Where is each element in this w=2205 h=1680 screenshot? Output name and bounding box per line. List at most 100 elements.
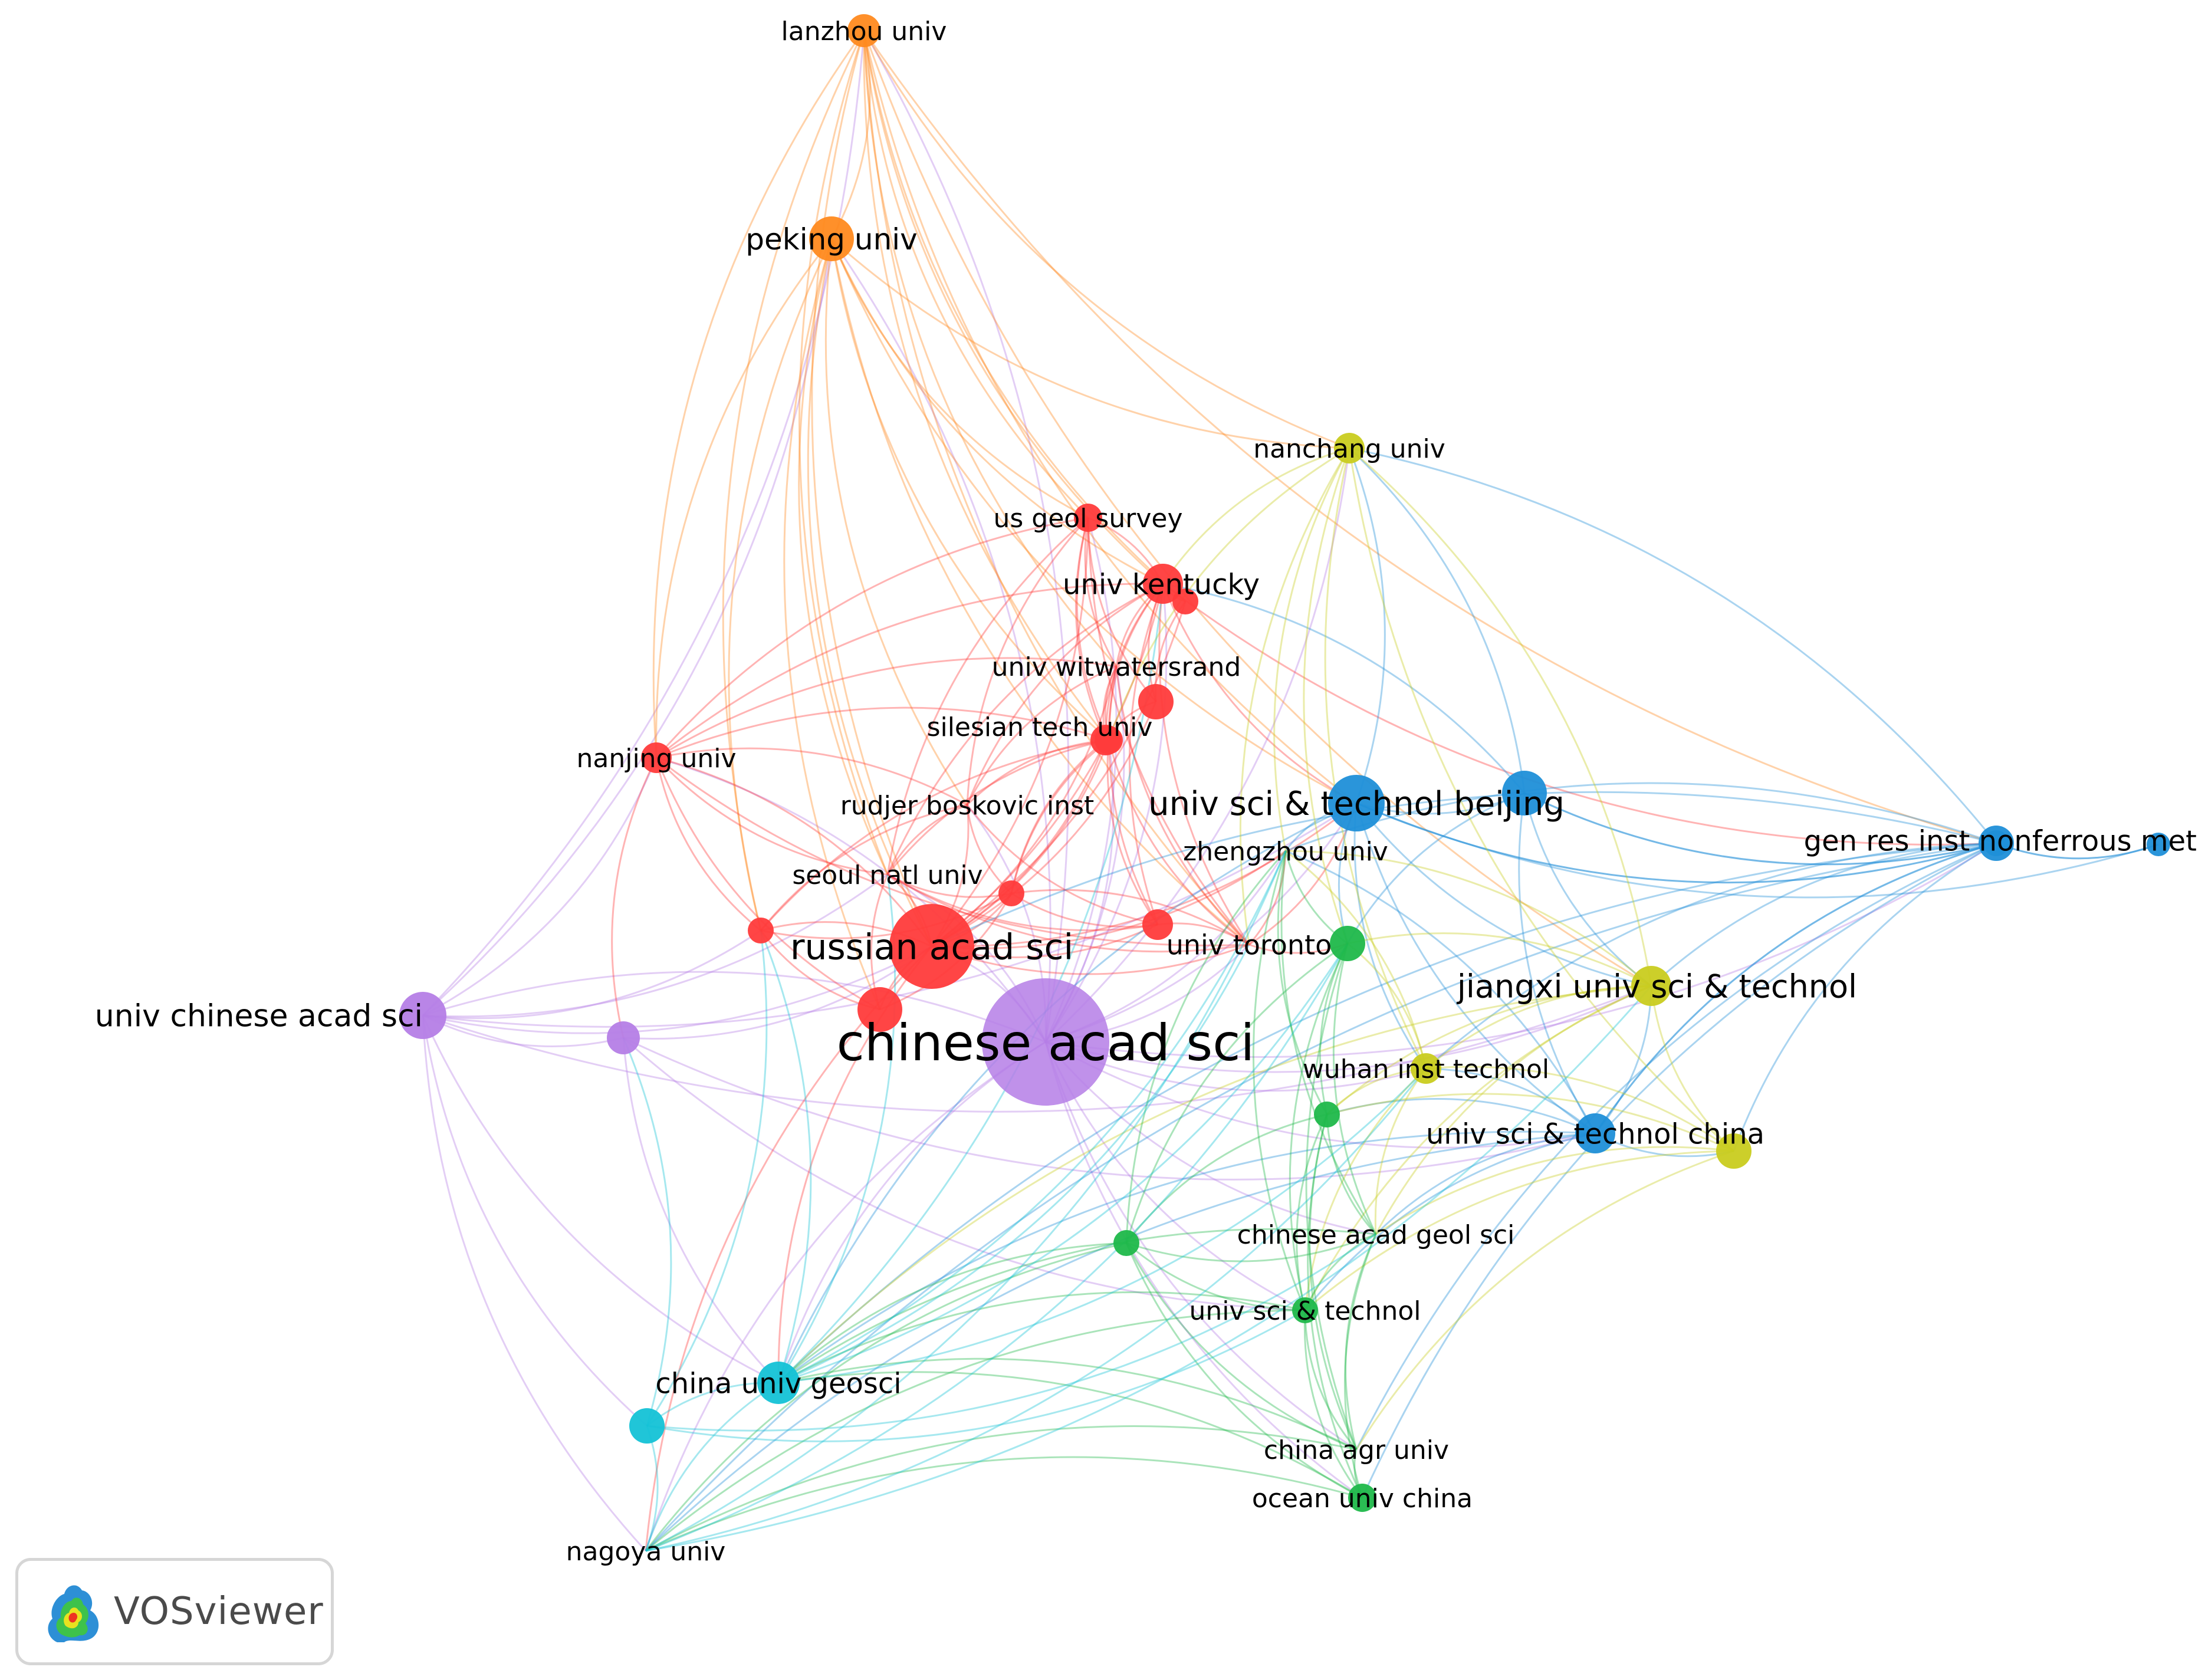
label-cug[interactable]: china univ geosci [655, 1367, 901, 1400]
label-cas[interactable]: chinese acad sci [837, 1014, 1255, 1073]
node-jiangxi[interactable] [1631, 966, 1671, 1006]
node-u_blue2[interactable] [1983, 830, 2009, 856]
link-genres-ustc [1594, 842, 1997, 1134]
label-lanzhou[interactable]: lanzhou univ [781, 17, 947, 47]
link-rudjer-u_red6 [760, 804, 968, 931]
link-u_green1-cags [1332, 943, 1377, 1235]
node-ucas[interactable] [399, 992, 446, 1039]
node-nanchang[interactable] [1334, 433, 1365, 463]
link-ucas-cug [422, 1015, 779, 1384]
link-nanchang-toronto [1239, 448, 1350, 945]
label-cau[interactable]: china agr univ [1264, 1435, 1449, 1465]
link-rudjer-seoul [886, 804, 968, 875]
label-ouc[interactable]: ocean univ china [1252, 1484, 1473, 1514]
link-genres-cau [1355, 842, 1997, 1450]
link-cags-cau [1345, 1234, 1377, 1450]
node-u_blue3[interactable] [2147, 833, 2170, 856]
link-u_green3-cug [778, 1242, 1127, 1384]
link-ucas-ustb [422, 802, 1357, 1028]
link-peking-seoul [798, 238, 889, 875]
node-u_red1[interactable] [1172, 589, 1198, 614]
label-rudjer[interactable]: rudjer boskovic inst [840, 791, 1095, 821]
label-toronto[interactable]: univ toronto [1166, 929, 1332, 961]
label-peking[interactable]: peking univ [745, 222, 918, 257]
link-ucas-jiangxi [422, 985, 1652, 1113]
node-ouc[interactable] [1348, 1484, 1376, 1512]
node-ust[interactable] [1292, 1297, 1318, 1323]
link-nanjing-seoul [655, 757, 888, 876]
label-kentucky[interactable]: univ kentucky [1063, 568, 1260, 601]
link-cug-toronto [778, 944, 1250, 1384]
node-u_red7[interactable] [857, 987, 902, 1032]
label-cags[interactable]: chinese acad geol sci [1237, 1220, 1515, 1250]
link-kentucky-ustb [1162, 583, 1357, 804]
label-seoul[interactable]: seoul natl univ [792, 860, 982, 890]
link-wits-u_red5 [1108, 666, 1159, 925]
label-nanjing[interactable]: nanjing univ [576, 744, 736, 774]
node-u_red3[interactable] [1090, 725, 1121, 755]
node-wuhan[interactable] [1411, 1053, 1441, 1084]
node-russian[interactable] [889, 904, 974, 989]
label-wuhan[interactable]: wuhan inst technol [1303, 1054, 1549, 1084]
node-nanjing[interactable] [641, 742, 672, 773]
node-u_yellow1[interactable] [1716, 1133, 1751, 1169]
label-russian[interactable]: russian acad sci [790, 927, 1073, 968]
link-ustb-wuhan [1353, 803, 1427, 1069]
link-cas-peking [830, 238, 1051, 1043]
node-cug[interactable] [757, 1362, 800, 1404]
label-ucas[interactable]: univ chinese acad sci [95, 999, 423, 1034]
link-u_cyan1-cags [646, 1233, 1376, 1432]
node-kentucky[interactable] [1143, 564, 1183, 604]
node-u_red2[interactable] [1138, 684, 1174, 719]
node-ustc[interactable] [1575, 1113, 1615, 1153]
node-peking[interactable] [809, 216, 854, 261]
link-ucas-russian [422, 945, 932, 1034]
link-nagoya-jiangxi [645, 985, 1652, 1552]
link-u_cyan1-u_purple2 [622, 1037, 672, 1426]
label-wits[interactable]: univ witwatersrand [992, 652, 1241, 682]
node-u_cyan1[interactable] [629, 1408, 665, 1444]
node-usgeol[interactable] [1074, 504, 1102, 532]
node-u_green1[interactable] [1330, 926, 1365, 961]
link-peking-usgeol [830, 238, 1089, 519]
link-u_purple2-russian [623, 945, 932, 1040]
link-jiangxi-zhengzhou [1285, 850, 1652, 987]
node-u_green3[interactable] [1113, 1230, 1139, 1256]
label-nagoya[interactable]: nagoya univ [566, 1537, 726, 1567]
node-u_red6[interactable] [748, 918, 774, 943]
node-ustb[interactable] [1328, 775, 1385, 831]
node-u_purple2[interactable] [607, 1021, 640, 1054]
label-ustc[interactable]: univ sci & technol china [1426, 1117, 1764, 1150]
link-u_green2-ust [1296, 1114, 1328, 1311]
label-jiangxi[interactable]: jiangxi univ sci & technol [1457, 968, 1857, 1005]
node-u_green2[interactable] [1314, 1102, 1340, 1127]
link-silesian-u_red4 [1010, 739, 1109, 894]
link-kentucky-toronto [1158, 583, 1250, 945]
link-cas-lanzhou [863, 30, 1070, 1043]
label-ust[interactable]: univ sci & technol [1189, 1296, 1421, 1326]
link-lanzhou-toronto [863, 30, 1250, 946]
link-u_blue1-u_green1 [1346, 792, 1525, 944]
label-usgeol[interactable]: us geol survey [994, 504, 1183, 534]
node-lanzhou[interactable] [847, 14, 880, 47]
label-layer: lanzhou univ peking univ nanchang univ us g… [95, 17, 2197, 1567]
link-cas-nagoya [645, 1041, 1046, 1551]
link-u_purple2-cug [622, 1037, 780, 1384]
link-silesian-nanjing [656, 706, 1109, 759]
label-silesian[interactable]: silesian tech univ [927, 712, 1153, 742]
node-u_red5[interactable] [1142, 909, 1173, 940]
label-genres[interactable]: gen res inst nonferrous met [1804, 824, 2197, 857]
label-ustb[interactable]: univ sci & technol beijing [1148, 785, 1565, 823]
node-u_red4[interactable] [998, 880, 1024, 906]
label-nanchang[interactable]: nanchang univ [1253, 434, 1445, 464]
node-cas[interactable] [982, 978, 1109, 1106]
link-russian-u_red2 [931, 701, 1157, 948]
label-zhengzhou[interactable]: zhengzhou univ [1183, 837, 1388, 867]
link-nagoya-u_green1 [645, 943, 1349, 1552]
link-jiangxi-cug [777, 985, 1652, 1384]
node-u_blue1[interactable] [1502, 771, 1547, 816]
link-genres-nagoya [645, 842, 1997, 1552]
link-u_yellow1-wuhan [1425, 1066, 1734, 1152]
link-silesian-seoul [886, 739, 1109, 875]
